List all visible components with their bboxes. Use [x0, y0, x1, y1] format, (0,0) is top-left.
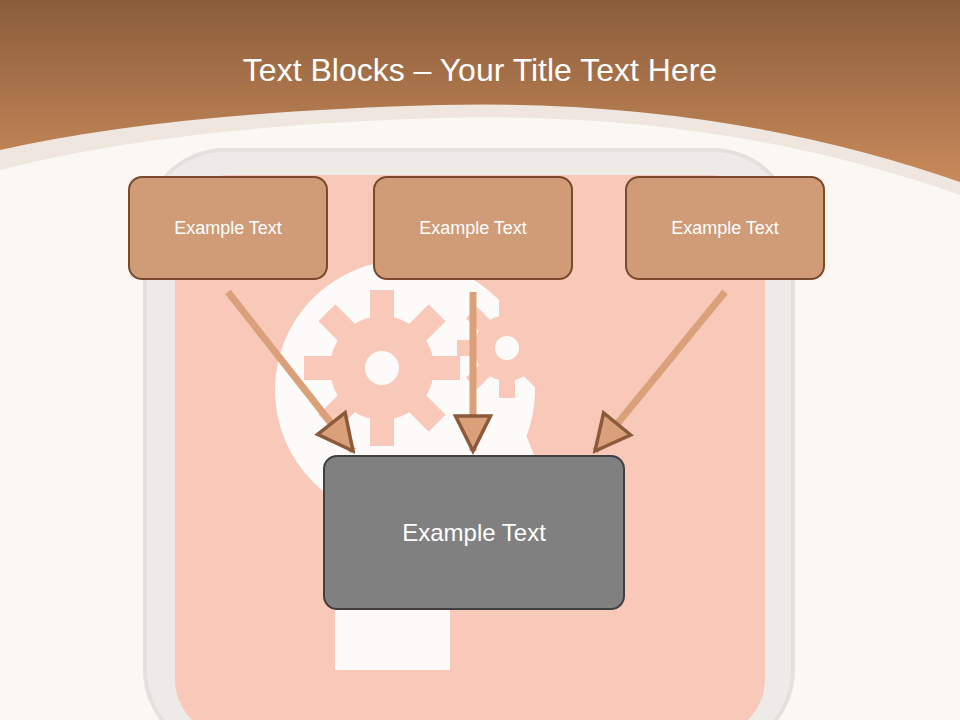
head-icon — [145, 150, 793, 720]
flow-arrow — [228, 292, 353, 451]
block-text: Example Text — [671, 218, 779, 239]
result-box: Example Text — [323, 455, 625, 610]
icon-frame — [145, 150, 793, 720]
text-block: Example Text — [128, 176, 328, 280]
text-block: Example Text — [625, 176, 825, 280]
thought-dot — [536, 413, 570, 447]
block-text: Example Text — [402, 519, 546, 547]
gear-hole — [495, 336, 519, 360]
flow-arrow — [470, 292, 477, 451]
gear-hole — [365, 351, 399, 385]
text-block: Example Text — [373, 176, 573, 280]
block-text: Example Text — [419, 218, 527, 239]
slide-title: Text Blocks – Your Title Text Here — [0, 52, 960, 89]
block-text: Example Text — [174, 218, 282, 239]
flow-arrow — [595, 292, 725, 451]
